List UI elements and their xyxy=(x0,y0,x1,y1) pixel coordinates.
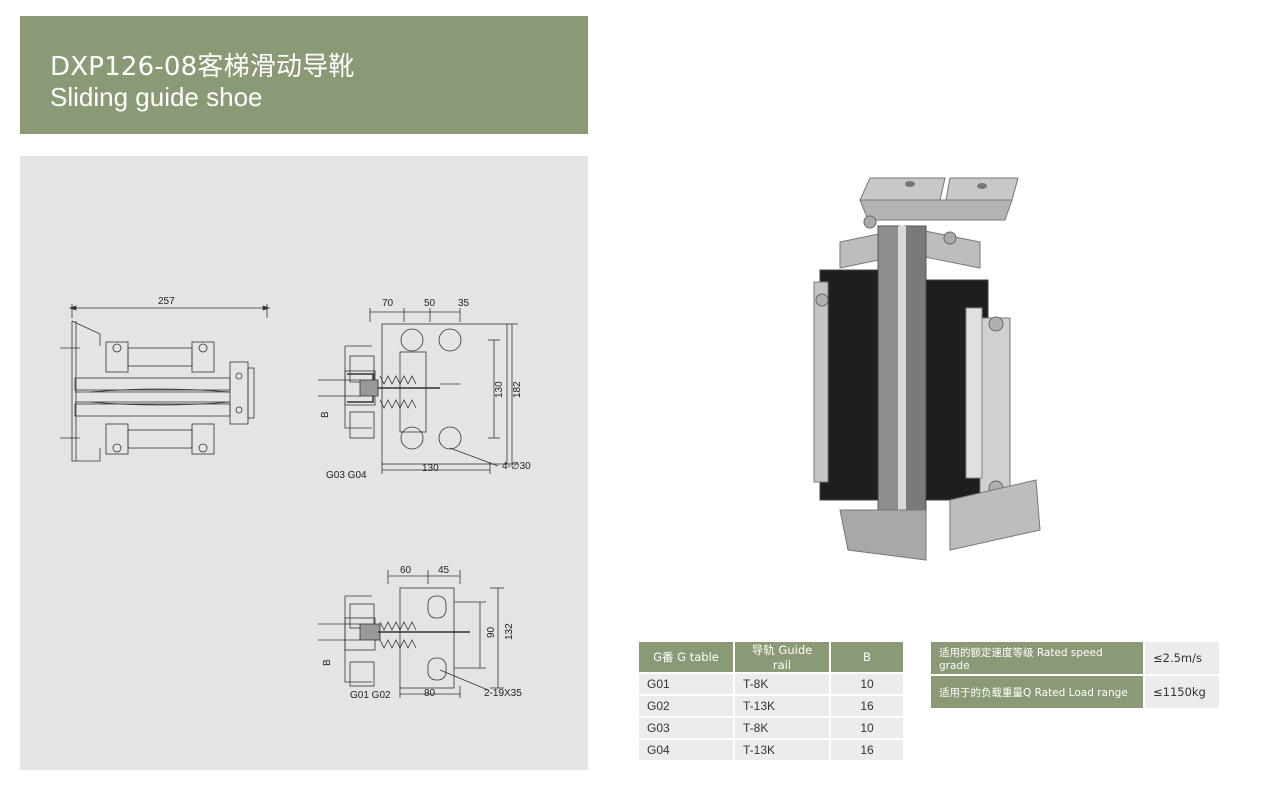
dim-bottom-slots: 2-19X35 xyxy=(484,688,522,699)
rail-cell: T-8K xyxy=(735,718,829,738)
dim-bottom-132: 132 xyxy=(504,623,515,640)
dim-top-130-h: 130 xyxy=(422,463,439,474)
spec-row-speed: 适用的额定速度等级 Rated speed grade ≤2.5m/s xyxy=(931,642,1219,674)
g-cell: G02 xyxy=(639,696,733,716)
spec-table: 适用的额定速度等级 Rated speed grade ≤2.5m/s 适用于的… xyxy=(929,640,1221,710)
spec-value-load: ≤1150kg xyxy=(1145,676,1219,708)
spec-row-load: 适用于的负载重量Q Rated Load range ≤1150kg xyxy=(931,676,1219,708)
dim-bottom-b: B xyxy=(322,659,333,666)
g-table-header-row: G番 G table 导轨 Guide rail B xyxy=(639,642,903,672)
dim-bottom-90: 90 xyxy=(486,626,497,638)
g-table-header-b: B xyxy=(831,642,903,672)
rail-cell: T-8K xyxy=(735,674,829,694)
dim-top-70: 70 xyxy=(382,298,394,309)
g-cell: G03 xyxy=(639,718,733,738)
dim-top-b: B xyxy=(320,411,331,418)
table-row: G01 T-8K 10 xyxy=(639,674,903,694)
rail-cell: T-13K xyxy=(735,740,829,760)
dim-top-130-v: 130 xyxy=(494,381,505,398)
g-cell: G01 xyxy=(639,674,733,694)
b-cell: 16 xyxy=(831,696,903,716)
label-g03-g04: G03 G04 xyxy=(326,470,367,481)
dim-bottom-60: 60 xyxy=(400,565,412,576)
dim-bottom-45: 45 xyxy=(438,565,450,576)
table-row: G02 T-13K 16 xyxy=(639,696,903,716)
table-row: G03 T-8K 10 xyxy=(639,718,903,738)
dim-bottom-80: 80 xyxy=(424,688,436,699)
b-cell: 10 xyxy=(831,718,903,738)
label-g01-g02: G01 G02 xyxy=(350,690,391,701)
page-subtitle: Sliding guide shoe xyxy=(50,82,263,112)
title-block: DXP126-08客梯滑动导靴 Sliding guide shoe xyxy=(20,16,588,134)
table-row: G04 T-13K 16 xyxy=(639,740,903,760)
technical-drawing: 257 xyxy=(60,296,531,701)
spec-value-speed: ≤2.5m/s xyxy=(1145,642,1219,674)
dim-top-50: 50 xyxy=(424,298,436,309)
rail-cell: T-13K xyxy=(735,696,829,716)
b-cell: 10 xyxy=(831,674,903,694)
spec-label-load: 适用于的负载重量Q Rated Load range xyxy=(931,676,1143,708)
page-title: DXP126-08客梯滑动导靴 xyxy=(50,52,355,82)
dim-top-182: 182 xyxy=(512,381,523,398)
dim-top-35: 35 xyxy=(458,298,470,309)
b-cell: 16 xyxy=(831,740,903,760)
dim-side-width: 257 xyxy=(158,296,175,307)
product-photo xyxy=(813,177,1041,561)
g-table-header-rail: 导轨 Guide rail xyxy=(735,642,829,672)
technical-drawing-panel: 257 xyxy=(20,156,588,770)
g-table-header-g: G番 G table xyxy=(639,642,733,672)
g-cell: G04 xyxy=(639,740,733,760)
spec-label-speed: 适用的额定速度等级 Rated speed grade xyxy=(931,642,1143,674)
dim-top-holes: 4-∅30 xyxy=(502,461,531,472)
g-table: G番 G table 导轨 Guide rail B G01 T-8K 10 G… xyxy=(637,640,905,762)
